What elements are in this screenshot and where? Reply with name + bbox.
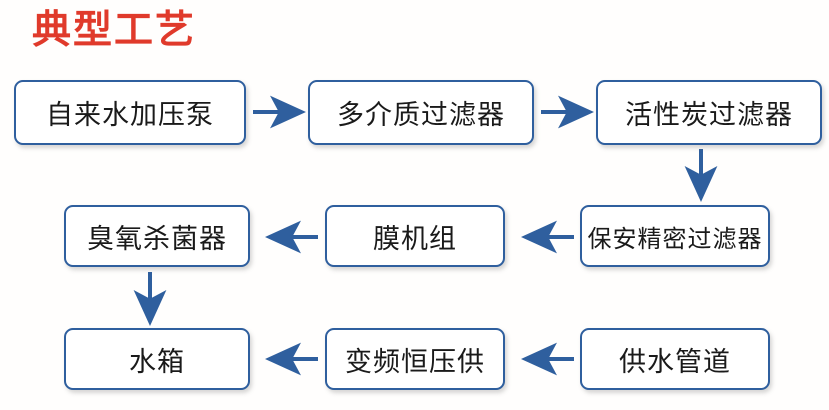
node-label: 供水管道	[619, 346, 731, 378]
node-label: 变频恒压供	[345, 346, 485, 378]
node-label: 保安精密过滤器	[587, 224, 763, 253]
node-label: 活性炭过滤器	[625, 100, 793, 131]
page-title: 典型工艺	[32, 8, 197, 53]
node-label: 水箱	[129, 346, 185, 378]
node-security-precision-filter[interactable]: 保安精密过滤器	[580, 205, 770, 267]
node-label: 多介质过滤器	[337, 100, 505, 131]
node-water-supply-pipeline[interactable]: 供水管道	[580, 328, 770, 390]
node-water-tank[interactable]: 水箱	[64, 328, 250, 390]
node-ozone-sterilizer[interactable]: 臭氧杀菌器	[64, 205, 250, 267]
node-activated-carbon-filter[interactable]: 活性炭过滤器	[596, 80, 822, 145]
node-multimedia-filter[interactable]: 多介质过滤器	[308, 80, 534, 145]
node-variable-frequency-constant-pressure-supply[interactable]: 变频恒压供	[325, 328, 505, 390]
node-membrane-unit[interactable]: 膜机组	[325, 205, 505, 267]
node-tap-water-booster-pump[interactable]: 自来水加压泵	[14, 80, 246, 145]
node-label: 自来水加压泵	[46, 100, 214, 131]
node-label: 膜机组	[373, 223, 457, 255]
node-label: 臭氧杀菌器	[87, 223, 227, 255]
